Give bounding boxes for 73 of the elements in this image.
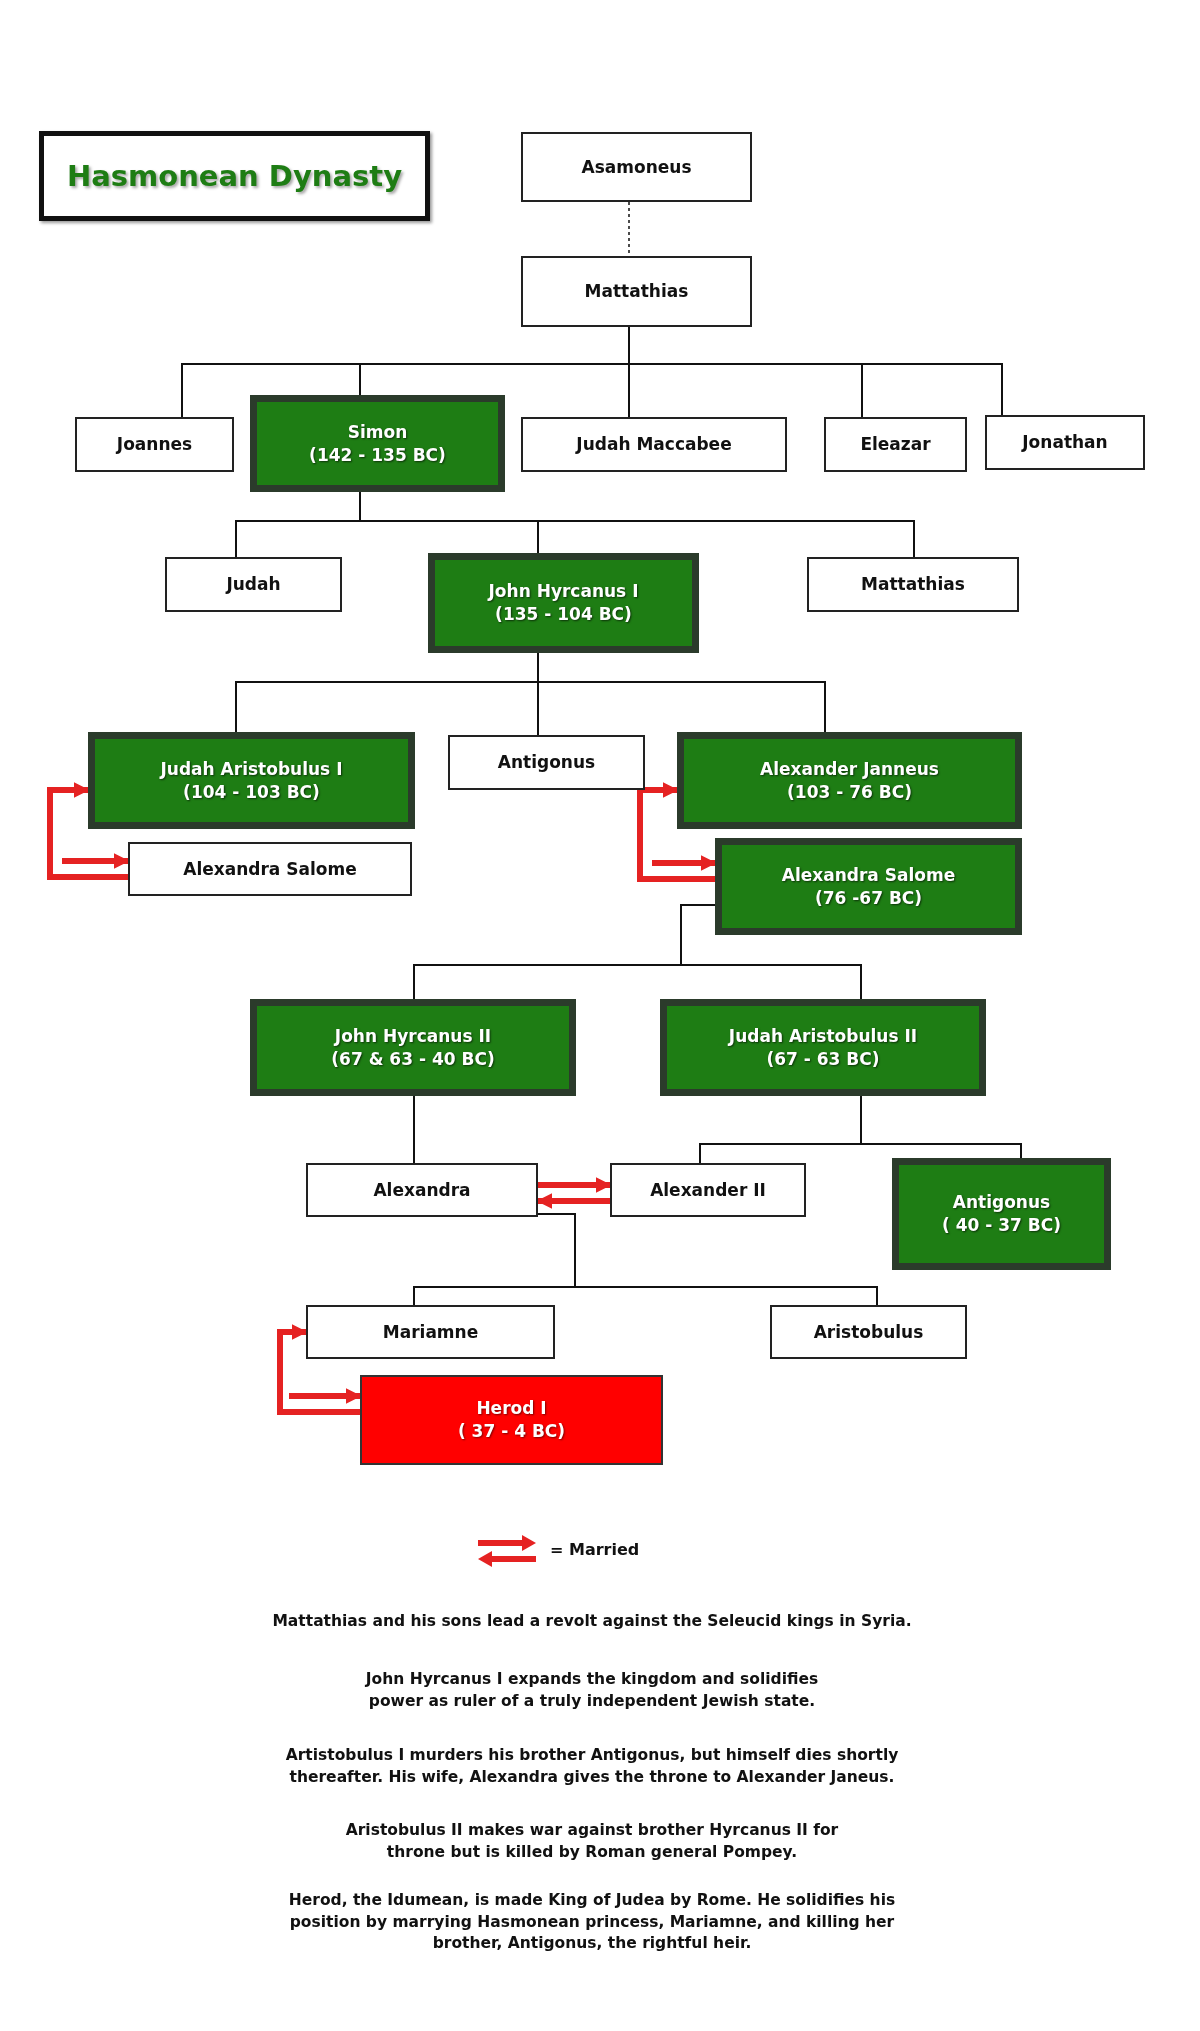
married-arrow [652, 855, 717, 871]
person-box [770, 1305, 967, 1359]
person-name: Alexandra [373, 1178, 471, 1202]
note-text: Artistobulus I murders his brother Antigonus, but himself dies shortly thereafter. His wife, Alexandra gives the throne to Alexander Janeus. [284, 1745, 900, 1788]
ruler-box [660, 999, 986, 1096]
family-line [680, 904, 862, 1000]
person-name: Judah Aristobulus I [160, 757, 343, 781]
ruler-box [250, 395, 505, 492]
person-name: Antigonus [497, 751, 596, 774]
reign-dates: ( 40 - 37 BC) [942, 1214, 1061, 1237]
person-box [985, 415, 1145, 470]
person-name: Joannes [116, 433, 193, 456]
person-name: Alexander II [650, 1178, 766, 1202]
person-name: Judah Aristobulus II [728, 1024, 918, 1048]
person-name: Mattathias [861, 573, 965, 596]
married-arrow [62, 853, 130, 869]
king-box [360, 1375, 663, 1465]
person-name: Judah Maccabee [576, 433, 732, 456]
person-box [165, 557, 342, 612]
married-arrow [289, 1388, 362, 1404]
family-line [413, 1095, 415, 1164]
reign-dates: (142 - 135 BC) [309, 443, 446, 467]
person-box [807, 557, 1019, 612]
ruler-box [715, 838, 1022, 935]
person-name: Alexander Janneus [760, 757, 939, 781]
ruler-box [892, 1158, 1111, 1270]
person-box [128, 842, 412, 896]
person-name: Aristobulus [813, 1320, 924, 1344]
ruler-box [677, 732, 1022, 829]
family-line [860, 1095, 1022, 1159]
married-arrow [47, 782, 128, 880]
reign-dates: (103 - 76 BC) [787, 780, 912, 804]
person-box [306, 1305, 555, 1359]
person-box [610, 1163, 806, 1217]
person-box [824, 417, 967, 472]
person-name: Judah [226, 573, 281, 596]
person-box [521, 417, 787, 472]
person-name: Simon [347, 420, 408, 444]
note-text: John Hyrcanus I expands the kingdom and solidifies power as ruler of a truly independent Jewish state. [364, 1669, 820, 1712]
note-text: Herod, the Idumean, is made King of Judea by Rome. He solidifies his position by marrying Hasmonean princess, Mariamne, and killing her brother, Antigonus, the rightful heir. [287, 1890, 897, 1955]
note-text: Aristobulus II makes war against brother Hyrcanus II for throne but is killed by Roman general Pompey. [344, 1820, 840, 1863]
ruler-box [88, 732, 415, 829]
person-name: Mattathias [584, 280, 689, 303]
person-box [448, 735, 645, 790]
reign-dates: (104 - 103 BC) [183, 780, 320, 804]
person-name: Jonathan [1022, 431, 1108, 454]
married-arrow [277, 1324, 360, 1415]
person-box [75, 417, 234, 472]
reign-dates: (67 - 63 BC) [766, 1047, 880, 1071]
legend-label: = Married [550, 1540, 640, 1559]
reign-dates: (76 -67 BC) [814, 886, 923, 910]
ruler-box [428, 553, 699, 653]
person-box [521, 256, 752, 327]
note-text: Mattathias and his sons lead a revolt against the Seleucid kings in Syria. [271, 1611, 913, 1632]
person-box [521, 132, 752, 202]
person-name: Asamoneus [581, 155, 692, 179]
title: Hasmonean Dynasty [66, 159, 403, 193]
person-name: Alexandra Salome [183, 857, 357, 881]
reign-dates: (67 & 63 - 40 BC) [331, 1047, 495, 1071]
person-name: Herod I [476, 1397, 547, 1420]
ruler-box [250, 999, 576, 1096]
person-name: John Hyrcanus II [334, 1024, 492, 1048]
reign-dates: ( 37 - 4 BC) [457, 1420, 566, 1443]
reign-dates: (135 - 104 BC) [495, 603, 632, 626]
person-name: Eleazar [860, 433, 931, 456]
person-name: John Hyrcanus I [488, 580, 639, 603]
person-name: Mariamne [382, 1320, 479, 1344]
married-arrow [637, 782, 715, 882]
person-name: Alexandra Salome [781, 863, 956, 887]
person-name: Antigonus [952, 1191, 1051, 1214]
person-box [306, 1163, 538, 1217]
family-line [537, 652, 826, 733]
married-arrow [538, 1177, 612, 1193]
